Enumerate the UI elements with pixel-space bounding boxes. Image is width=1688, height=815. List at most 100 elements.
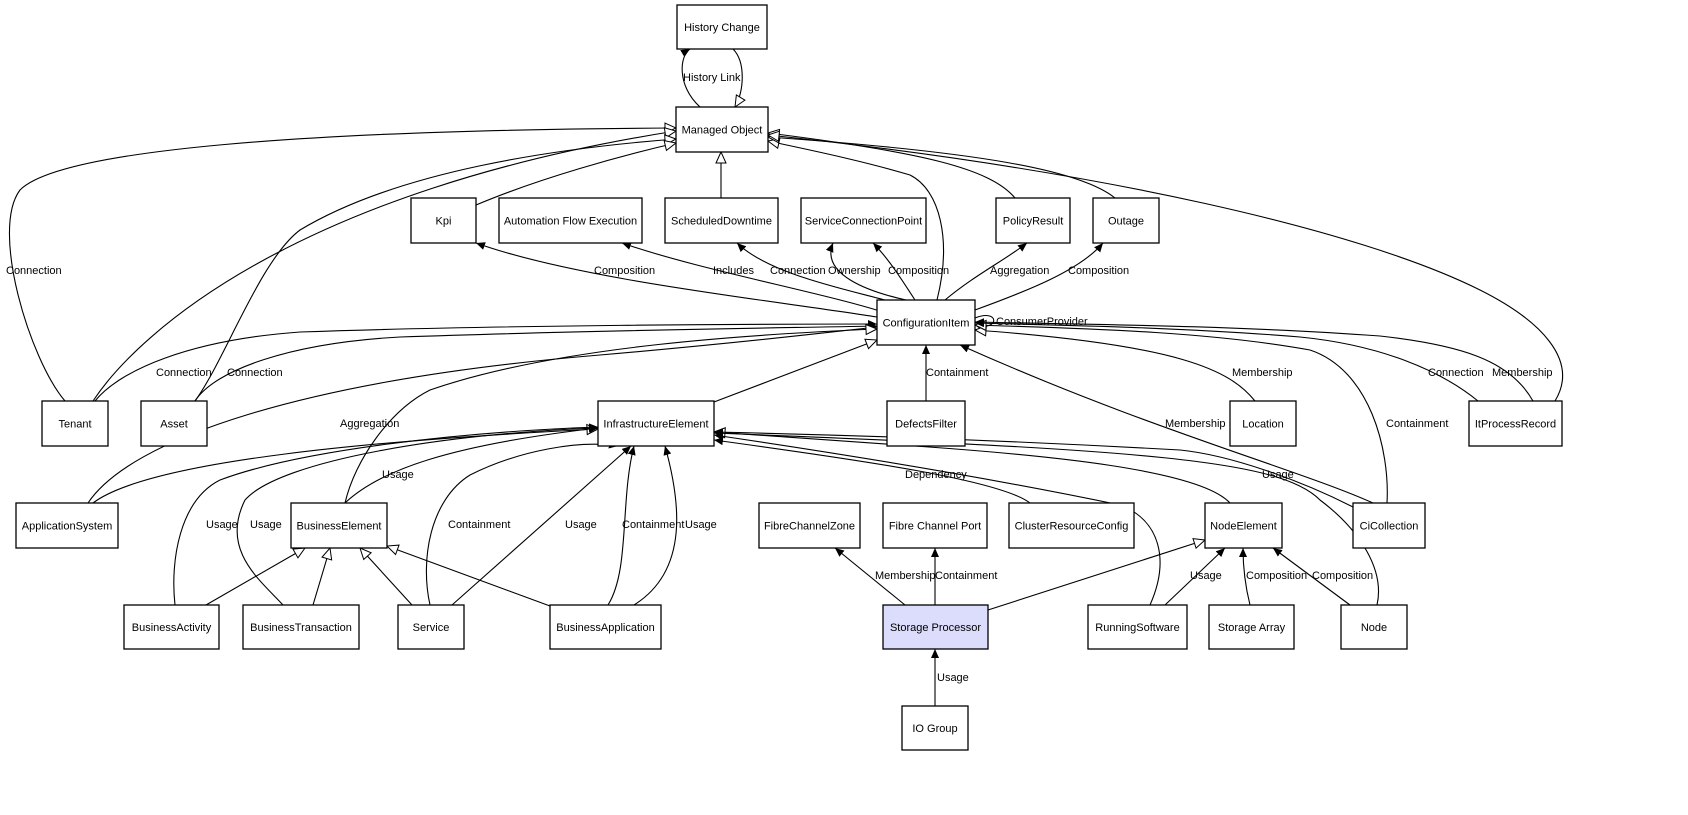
node-box[interactable] — [1204, 502, 1283, 549]
node-label: Storage Array — [1218, 622, 1286, 634]
edge-label-e29: Connection — [1428, 367, 1484, 379]
node-box[interactable] — [758, 502, 861, 549]
node-box[interactable] — [15, 502, 119, 549]
node-automation-flow-execution[interactable]: Automation Flow Execution — [498, 197, 643, 244]
edge-tenant-to-managed-object — [92, 127, 678, 402]
node-label: BusinessElement — [297, 521, 382, 533]
node-kpi[interactable]: Kpi — [410, 197, 477, 244]
edge-line — [713, 437, 1031, 504]
node-label: Service — [413, 622, 450, 634]
edge-ci-collection-to-configuration-item — [973, 319, 1388, 504]
node-box[interactable] — [876, 299, 976, 346]
edge-line — [92, 423, 600, 504]
edge-application-system-to-configuration-item — [87, 323, 878, 504]
node-label: Fibre Channel Port — [889, 521, 981, 533]
node-box[interactable] — [123, 604, 220, 650]
edge-line — [344, 425, 599, 504]
node-box[interactable] — [1092, 197, 1160, 244]
node-box[interactable] — [886, 400, 966, 447]
node-box[interactable] — [800, 197, 927, 244]
node-tenant[interactable]: Tenant — [41, 400, 109, 447]
edge-itprocess-record-to-configuration-item — [974, 318, 1534, 402]
edge-business-element-to-infrastructure-element — [344, 425, 599, 504]
edge-line — [732, 48, 746, 109]
edge-line — [1272, 547, 1351, 606]
node-box[interactable] — [290, 502, 388, 549]
edge-line — [8, 122, 678, 402]
edge-line — [713, 428, 1354, 508]
node-history-change[interactable]: History Change — [676, 4, 768, 50]
node-box[interactable] — [1208, 604, 1295, 650]
node-cluster-resource-config[interactable]: ClusterResourceConfig — [1008, 502, 1135, 549]
node-box[interactable] — [597, 400, 715, 447]
edge-line — [713, 338, 879, 403]
node-box[interactable] — [41, 400, 109, 447]
node-box[interactable] — [882, 502, 988, 549]
node-box[interactable] — [1340, 604, 1408, 650]
node-box[interactable] — [1087, 604, 1188, 650]
edge-line — [959, 344, 1374, 504]
edge-outage-to-managed-object — [766, 132, 1116, 199]
node-infrastructure-element[interactable]: InfrastructureElement — [597, 400, 715, 447]
node-scheduled-downtime[interactable]: ScheduledDowntime — [664, 197, 779, 244]
node-outage[interactable]: Outage — [1092, 197, 1160, 244]
node-ci-collection[interactable]: CiCollection — [1352, 502, 1426, 549]
node-asset[interactable]: Asset — [140, 400, 208, 447]
node-business-element[interactable]: BusinessElement — [290, 502, 388, 549]
edge-label-e17: Aggregation — [990, 265, 1049, 277]
edge-business-application-to-infrastructure-element — [633, 445, 678, 606]
node-business-application[interactable]: BusinessApplication — [549, 604, 662, 650]
edge-line — [766, 132, 1116, 199]
node-fibre-channel-port[interactable]: Fibre Channel Port — [882, 502, 988, 549]
node-service[interactable]: Service — [397, 604, 465, 650]
node-box[interactable] — [242, 604, 360, 650]
node-box[interactable] — [410, 197, 477, 244]
edge-line — [834, 547, 906, 606]
node-service-connection-point[interactable]: ServiceConnectionPoint — [800, 197, 927, 244]
node-business-transaction[interactable]: BusinessTransaction — [242, 604, 360, 650]
node-box[interactable] — [675, 106, 769, 153]
node-location[interactable]: Location — [1229, 400, 1297, 447]
node-box[interactable] — [901, 705, 969, 751]
node-storage-array[interactable]: Storage Array — [1208, 604, 1295, 650]
node-application-system[interactable]: ApplicationSystem — [15, 502, 119, 549]
edge-label-e49: Containment — [935, 570, 997, 582]
node-managed-object[interactable]: Managed Object — [675, 106, 769, 153]
edge-line — [344, 323, 879, 504]
node-business-activity[interactable]: BusinessActivity — [123, 604, 220, 650]
edge-label-e51: Usage — [1190, 570, 1222, 582]
node-box[interactable] — [995, 197, 1071, 244]
node-running-software[interactable]: RunningSoftware — [1087, 604, 1188, 650]
node-box[interactable] — [140, 400, 208, 447]
node-box[interactable] — [676, 4, 768, 50]
node-box[interactable] — [1468, 400, 1563, 447]
node-label: IO Group — [912, 723, 957, 735]
node-defects-filter[interactable]: DefectsFilter — [886, 400, 966, 447]
node-policy-result[interactable]: PolicyResult — [995, 197, 1071, 244]
node-configuration-item[interactable]: ConfigurationItem — [876, 299, 976, 346]
edge-line — [194, 134, 678, 402]
edge-storage-processor-to-node-element — [987, 538, 1207, 611]
node-node-element[interactable]: NodeElement — [1204, 502, 1283, 549]
node-label: Managed Object — [682, 125, 763, 137]
node-label: ApplicationSystem — [22, 521, 113, 533]
edge-line — [944, 242, 1028, 301]
node-fibre-channel-zone[interactable]: FibreChannelZone — [758, 502, 861, 549]
node-io-group[interactable]: IO Group — [901, 705, 969, 751]
node-box[interactable] — [664, 197, 779, 244]
edge-node-to-node-element — [1272, 547, 1351, 606]
node-box[interactable] — [1352, 502, 1426, 549]
edge-label-e19: ConsumerProvider — [996, 316, 1088, 328]
node-itprocess-record[interactable]: ItProcessRecord — [1468, 400, 1563, 447]
node-box[interactable] — [549, 604, 662, 650]
node-label: ScheduledDowntime — [671, 216, 772, 228]
node-storage-processor[interactable]: Storage Processor — [882, 604, 989, 650]
node-box[interactable] — [1008, 502, 1135, 549]
node-box[interactable] — [397, 604, 465, 650]
node-node[interactable]: Node — [1340, 604, 1408, 650]
node-box[interactable] — [1229, 400, 1297, 447]
node-box[interactable] — [498, 197, 643, 244]
node-box[interactable] — [882, 604, 989, 650]
edge-label-e35: Containment — [448, 519, 510, 531]
edge-asset-to-managed-object — [194, 134, 678, 402]
